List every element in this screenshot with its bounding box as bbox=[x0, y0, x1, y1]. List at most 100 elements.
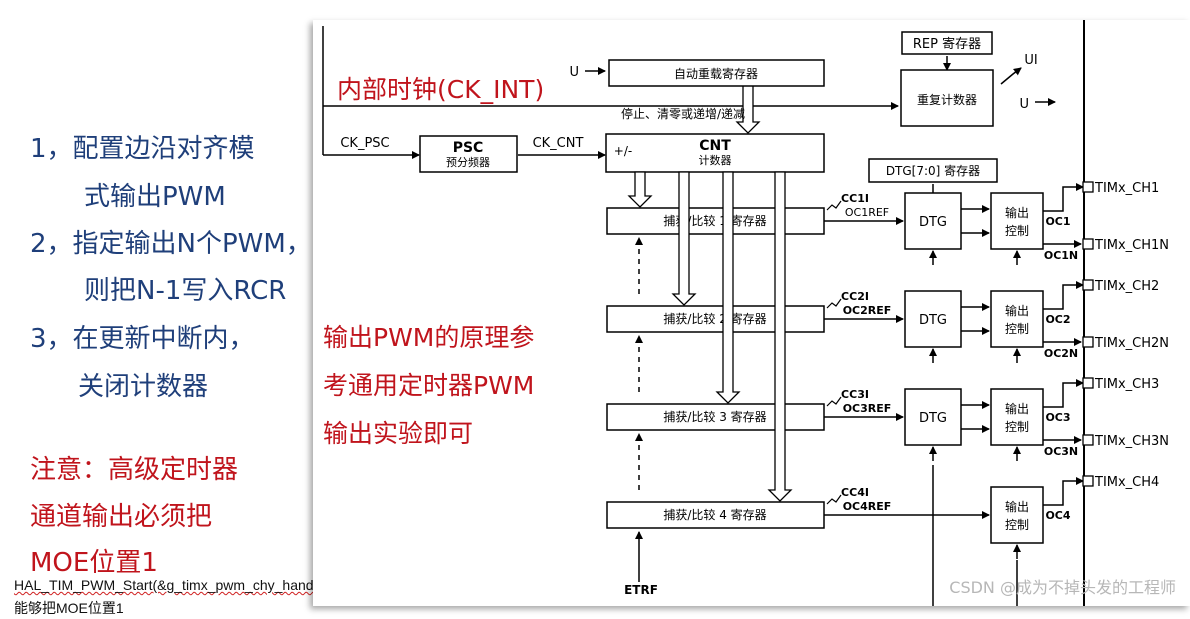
output-control-1-label-b: 控制 bbox=[1005, 224, 1029, 238]
output-control-3-label-a: 输出 bbox=[1005, 401, 1029, 416]
output-control-2-label-b: 控制 bbox=[1005, 322, 1029, 336]
pwm-note-b: 考通用定时器PWM bbox=[323, 371, 535, 400]
pin-ch2-icon bbox=[1082, 279, 1094, 291]
pin-ch1n-icon bbox=[1082, 238, 1094, 250]
cc2i-signal bbox=[826, 298, 842, 309]
output-control-4-label-b: 控制 bbox=[1005, 518, 1029, 532]
capture-compare-1-box bbox=[606, 207, 825, 235]
ck-psc-label: CK_PSC bbox=[340, 136, 389, 151]
etrf-label: ETRF bbox=[624, 583, 658, 597]
internal-clock-label: 内部时钟(CK_INT) bbox=[337, 75, 545, 104]
dtg-register-box bbox=[868, 158, 998, 183]
oc2ref-label: OC2REF bbox=[843, 304, 892, 317]
cnt-to-capture-4-arrow bbox=[767, 171, 793, 502]
oc3-output-line bbox=[1043, 379, 1084, 408]
cnt-to-capture-1-arrow bbox=[627, 171, 653, 208]
moe-note-c: MOE位置1 bbox=[30, 548, 158, 578]
step3-text-a: 3，在更新中断内， bbox=[30, 324, 255, 354]
output-control-3-label-b: 控制 bbox=[1005, 420, 1029, 434]
reload-to-cnt-arrow bbox=[735, 81, 761, 134]
pin-ch3-label: TIMx_CH3 bbox=[1094, 377, 1159, 392]
pin-ch4-label: TIMx_CH4 bbox=[1094, 475, 1159, 490]
pin-ch2-label: TIMx_CH2 bbox=[1094, 279, 1159, 294]
cnt-to-capture-2-arrow bbox=[671, 171, 697, 306]
u-label-right: U bbox=[1019, 97, 1029, 112]
step2-text-b: 则把N-1写入RCR bbox=[84, 276, 287, 306]
pin-ch3n-label: TIMx_CH3N bbox=[1094, 434, 1169, 449]
oc2n-label: OC2N bbox=[1044, 347, 1078, 360]
step1-text-a: 1，配置边沿对齐模 bbox=[30, 134, 255, 164]
oc4-label: OC4 bbox=[1045, 509, 1070, 522]
cc4i-label: CC4I bbox=[841, 486, 869, 499]
oc3ref-label: OC3REF bbox=[843, 402, 892, 415]
pin-ch1n-label: TIMx_CH1N bbox=[1094, 238, 1169, 253]
step1-text-b: 式输出PWM bbox=[84, 182, 226, 212]
oc2-output-line bbox=[1043, 281, 1084, 310]
cc1i-label: CC1I bbox=[841, 192, 869, 205]
oc3-label: OC3 bbox=[1045, 411, 1070, 424]
pin-ch4-icon bbox=[1082, 475, 1094, 487]
output-control-1-label-a: 输出 bbox=[1005, 205, 1029, 220]
output-control-2-label-a: 输出 bbox=[1005, 303, 1029, 318]
capture-compare-3-box bbox=[606, 403, 825, 431]
cnt-to-capture-3-arrow bbox=[715, 171, 741, 404]
dtg-3-label: DTG bbox=[919, 411, 947, 426]
capture-compare-2-label: 捕获/比较 2 寄存器 bbox=[663, 311, 766, 326]
ui-label: UI bbox=[1024, 53, 1037, 68]
output-control-4-box bbox=[990, 486, 1044, 544]
cnt-subtitle: 计数器 bbox=[699, 154, 732, 167]
oc1-output-line bbox=[1043, 183, 1084, 212]
moe-note-b: 通道输出必须把 bbox=[30, 502, 213, 532]
step2-text-a: 2，指定输出N个PWM， bbox=[30, 229, 312, 259]
cnt-box bbox=[605, 133, 825, 173]
pwm-note-c: 输出实验即可 bbox=[323, 419, 474, 448]
dtg-register-label: DTG[7:0] 寄存器 bbox=[886, 163, 980, 178]
pin-ch3n-icon bbox=[1082, 434, 1094, 446]
oc4ref-label: OC4REF bbox=[843, 500, 892, 513]
output-control-3-box bbox=[990, 388, 1044, 446]
cnt-title: CNT bbox=[699, 138, 731, 154]
capture-compare-4-label: 捕获/比较 4 寄存器 bbox=[663, 507, 766, 522]
dtg-3-box bbox=[904, 388, 962, 446]
psc-box bbox=[419, 135, 518, 173]
oc3n-label: OC3N bbox=[1044, 445, 1078, 458]
oc2-label: OC2 bbox=[1045, 313, 1070, 326]
repetition-counter-box bbox=[900, 69, 994, 127]
pin-ch3-icon bbox=[1082, 377, 1094, 389]
oc1-label: OC1 bbox=[1045, 215, 1070, 228]
output-control-4-label-a: 输出 bbox=[1005, 499, 1029, 514]
psc-title: PSC bbox=[453, 140, 484, 156]
cc2i-label: CC2I bbox=[841, 290, 869, 303]
oc4-output-line bbox=[1043, 477, 1084, 506]
pin-ch1-icon bbox=[1082, 181, 1094, 193]
capture-compare-3-label: 捕获/比较 3 寄存器 bbox=[663, 409, 766, 424]
ui-arrow bbox=[1000, 67, 1022, 85]
oc1n-label: OC1N bbox=[1044, 249, 1078, 262]
moe-note-a: 注意：高级定时器 bbox=[30, 455, 239, 485]
cc3i-signal bbox=[826, 396, 842, 407]
u-label-top: U bbox=[569, 65, 579, 80]
pwm-note-a: 输出PWM的原理参 bbox=[323, 323, 535, 352]
cc3i-label: CC3I bbox=[841, 388, 869, 401]
output-control-2-box bbox=[990, 290, 1044, 348]
step3-text-b: 关闭计数器 bbox=[78, 372, 209, 402]
dtg-1-label: DTG bbox=[919, 215, 947, 230]
psc-subtitle: 预分频器 bbox=[446, 155, 490, 169]
dtg-2-box bbox=[904, 290, 962, 348]
capture-compare-4-box bbox=[606, 501, 825, 529]
csdn-watermark: CSDN @成为不掉头发的工程师 bbox=[949, 578, 1176, 597]
dtg-2-label: DTG bbox=[919, 313, 947, 328]
ck-cnt-label: CK_CNT bbox=[533, 136, 584, 151]
code-comment: 能够把MOE位置1 bbox=[14, 600, 124, 616]
rep-register-box bbox=[901, 31, 993, 55]
output-control-1-box bbox=[990, 192, 1044, 250]
rep-register-label: REP 寄存器 bbox=[913, 36, 981, 52]
cnt-direction-label: +/- bbox=[614, 144, 632, 158]
auto-reload-label: 自动重载寄存器 bbox=[674, 66, 758, 81]
auto-reload-box bbox=[608, 59, 825, 87]
cc1i-signal bbox=[826, 200, 842, 211]
pin-ch2n-label: TIMx_CH2N bbox=[1094, 336, 1169, 351]
pin-ch2n-icon bbox=[1082, 336, 1094, 348]
